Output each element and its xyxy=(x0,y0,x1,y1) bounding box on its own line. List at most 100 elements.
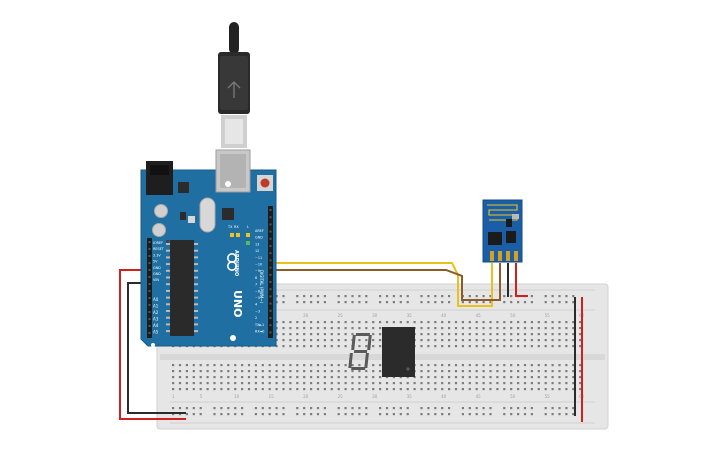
breadboard-hole[interactable] xyxy=(323,321,326,324)
breadboard-hole[interactable] xyxy=(316,321,320,324)
breadboard-hole[interactable] xyxy=(530,376,533,379)
breadboard-hole[interactable] xyxy=(199,376,202,379)
breadboard-hole[interactable] xyxy=(275,345,278,348)
breadboard-hole[interactable] xyxy=(517,376,520,379)
breadboard-hole[interactable] xyxy=(420,301,423,304)
breadboard-hole[interactable] xyxy=(358,345,361,348)
breadboard-hole[interactable] xyxy=(530,301,533,304)
breadboard-hole[interactable] xyxy=(579,321,582,324)
breadboard-hole[interactable] xyxy=(379,364,382,367)
breadboard-hole[interactable] xyxy=(399,382,402,385)
breadboard-hole[interactable] xyxy=(461,407,464,410)
breadboard-hole[interactable] xyxy=(427,345,430,348)
breadboard-hole[interactable] xyxy=(475,327,478,330)
breadboard-hole[interactable] xyxy=(289,364,292,367)
breadboard-hole[interactable] xyxy=(544,376,547,379)
breadboard-hole[interactable] xyxy=(461,376,464,379)
breadboard-hole[interactable] xyxy=(392,295,395,298)
breadboard-hole[interactable] xyxy=(275,327,278,330)
breadboard-hole[interactable] xyxy=(558,301,561,304)
breadboard-hole[interactable] xyxy=(365,382,368,385)
breadboard-hole[interactable] xyxy=(303,339,306,342)
esp-pin[interactable] xyxy=(514,251,518,261)
breadboard-hole[interactable] xyxy=(503,376,506,379)
breadboard-hole[interactable] xyxy=(289,333,292,336)
header-pin[interactable] xyxy=(148,262,151,264)
breadboard-hole[interactable] xyxy=(268,413,271,416)
breadboard-hole[interactable] xyxy=(323,407,326,410)
breadboard-hole[interactable] xyxy=(344,364,347,367)
breadboard-hole[interactable] xyxy=(178,407,182,410)
breadboard-hole[interactable] xyxy=(227,413,230,416)
breadboard-hole[interactable] xyxy=(468,370,471,373)
breadboard-hole[interactable] xyxy=(241,407,244,410)
breadboard-hole[interactable] xyxy=(406,295,409,298)
breadboard-hole[interactable] xyxy=(448,376,451,379)
breadboard-hole[interactable] xyxy=(220,413,223,416)
breadboard-hole[interactable] xyxy=(172,364,175,367)
breadboard-hole[interactable] xyxy=(275,295,278,298)
breadboard-hole[interactable] xyxy=(510,295,513,298)
breadboard-hole[interactable] xyxy=(310,376,313,379)
breadboard-hole[interactable] xyxy=(441,321,444,324)
breadboard-hole[interactable] xyxy=(427,364,430,367)
breadboard-hole[interactable] xyxy=(482,364,485,367)
breadboard-hole[interactable] xyxy=(379,388,382,391)
breadboard-hole[interactable] xyxy=(282,321,285,324)
breadboard-hole[interactable] xyxy=(330,333,333,336)
breadboard-hole[interactable] xyxy=(372,333,375,336)
breadboard-hole[interactable] xyxy=(379,321,382,324)
breadboard-hole[interactable] xyxy=(316,388,320,391)
breadboard-hole[interactable] xyxy=(475,407,478,410)
breadboard-hole[interactable] xyxy=(323,370,326,373)
breadboard-hole[interactable] xyxy=(461,364,464,367)
breadboard-hole[interactable] xyxy=(482,333,485,336)
breadboard-hole[interactable] xyxy=(461,388,464,391)
header-pin[interactable] xyxy=(269,288,272,291)
breadboard-hole[interactable] xyxy=(310,407,313,410)
breadboard-hole[interactable] xyxy=(489,301,492,304)
breadboard-hole[interactable] xyxy=(199,407,202,410)
breadboard-hole[interactable] xyxy=(448,301,451,304)
breadboard-hole[interactable] xyxy=(558,364,561,367)
breadboard-hole[interactable] xyxy=(503,333,506,336)
breadboard-hole[interactable] xyxy=(365,295,368,298)
breadboard-hole[interactable] xyxy=(482,321,485,324)
breadboard-hole[interactable] xyxy=(448,321,451,324)
breadboard-hole[interactable] xyxy=(379,327,382,330)
breadboard-hole[interactable] xyxy=(558,370,561,373)
header-pin[interactable] xyxy=(148,332,151,334)
breadboard-hole[interactable] xyxy=(468,413,471,416)
breadboard-hole[interactable] xyxy=(468,345,471,348)
breadboard-hole[interactable] xyxy=(275,333,278,336)
breadboard-hole[interactable] xyxy=(475,333,478,336)
breadboard-hole[interactable] xyxy=(365,388,368,391)
esp-pin[interactable] xyxy=(506,251,510,261)
breadboard-hole[interactable] xyxy=(330,376,333,379)
breadboard-hole[interactable] xyxy=(489,382,492,385)
breadboard-hole[interactable] xyxy=(448,295,451,298)
breadboard-hole[interactable] xyxy=(441,301,444,304)
breadboard-hole[interactable] xyxy=(482,388,485,391)
breadboard-hole[interactable] xyxy=(523,370,527,373)
header-pin[interactable] xyxy=(148,283,151,285)
breadboard-hole[interactable] xyxy=(372,321,375,324)
breadboard-hole[interactable] xyxy=(358,295,361,298)
breadboard-hole[interactable] xyxy=(565,370,568,373)
breadboard-hole[interactable] xyxy=(406,407,409,410)
breadboard-hole[interactable] xyxy=(503,382,506,385)
breadboard-hole[interactable] xyxy=(275,376,278,379)
breadboard-hole[interactable] xyxy=(213,407,216,410)
breadboard-hole[interactable] xyxy=(503,413,506,416)
breadboard-hole[interactable] xyxy=(558,327,561,330)
breadboard-hole[interactable] xyxy=(392,388,395,391)
breadboard-hole[interactable] xyxy=(296,388,299,391)
breadboard-hole[interactable] xyxy=(213,382,216,385)
breadboard-hole[interactable] xyxy=(372,364,375,367)
breadboard-hole[interactable] xyxy=(351,333,354,336)
breadboard-hole[interactable] xyxy=(482,370,485,373)
breadboard-hole[interactable] xyxy=(544,321,547,324)
seven-segment-display[interactable]: 8 xyxy=(348,327,415,377)
breadboard-hole[interactable] xyxy=(344,333,347,336)
breadboard-hole[interactable] xyxy=(254,370,257,373)
